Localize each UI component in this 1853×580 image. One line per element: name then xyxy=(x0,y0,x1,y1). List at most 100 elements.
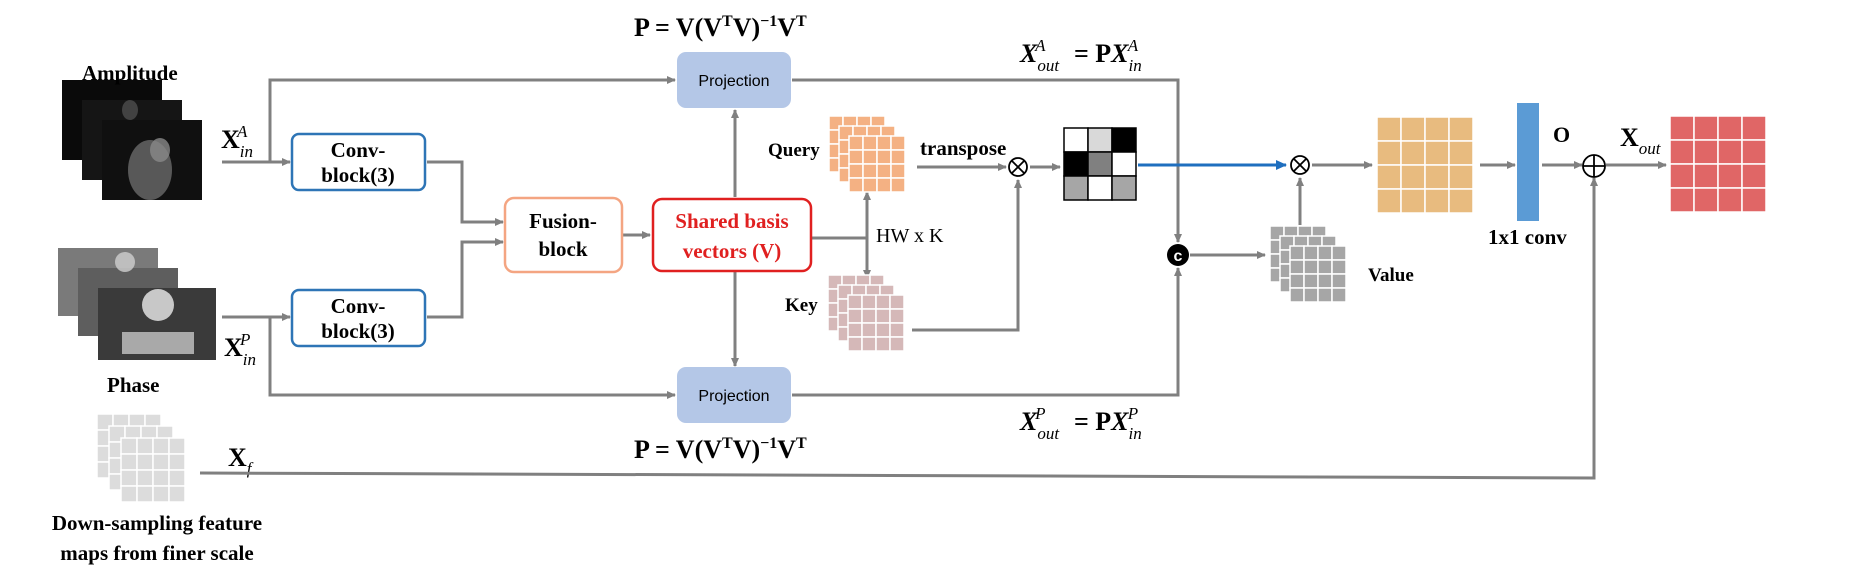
output-grid-layer-cell xyxy=(1717,163,1743,189)
result-grid-layer-cell xyxy=(1400,140,1426,166)
output-grid-layer-cell xyxy=(1693,139,1719,165)
x-in-a-label: XinA xyxy=(221,122,253,161)
output-grid-layer-cell xyxy=(1717,115,1743,141)
result-grid-layer-cell xyxy=(1424,164,1450,190)
key-grid-layer xyxy=(847,294,905,352)
projection-formula-bottom: P = V(VTV)−1VT xyxy=(634,435,807,464)
xf-grid-layer-cell xyxy=(152,437,170,455)
value-grid-layer-cell xyxy=(1331,287,1347,303)
result-grid-layer-cell xyxy=(1424,116,1450,142)
key-grid-layer-cell xyxy=(861,294,877,310)
query-grid-layer-cell xyxy=(876,149,892,165)
result-grid-layer-cell xyxy=(1448,188,1474,214)
xf-grid-layer-cell xyxy=(120,437,138,455)
key-grid-layer-cell xyxy=(875,294,891,310)
output-grid-layer-cell xyxy=(1693,163,1719,189)
key-grid-layer-cell xyxy=(861,322,877,338)
arrow-conv-top-to-fusion xyxy=(427,160,504,226)
key-grid-layer-cell xyxy=(875,336,891,352)
value-grid-layer-cell xyxy=(1303,287,1319,303)
conv-1x1-bar xyxy=(1517,103,1539,221)
value-grid-layer-cell xyxy=(1303,259,1319,275)
amplitude-image-stack xyxy=(62,80,202,200)
result-grid-layer-cell xyxy=(1400,164,1426,190)
conv-block-top-line1: Conv- xyxy=(331,138,386,162)
multiply-operator-2 xyxy=(1290,155,1310,175)
query-grid-layer-cell xyxy=(876,135,892,151)
projection-top-label: Projection xyxy=(698,73,769,90)
value-grid-layer-cell xyxy=(1303,273,1319,289)
output-grid-layer-cell xyxy=(1741,139,1767,165)
key-grid-layer-cell xyxy=(861,308,877,324)
output-grid-layer-cell xyxy=(1693,115,1719,141)
xf-grid-layer-cell xyxy=(120,485,138,503)
hw-k-label: HW x K xyxy=(876,225,944,247)
query-grid-layer-cell xyxy=(890,135,906,151)
fusion-block: Fusion- block xyxy=(503,196,624,274)
output-grid-layer-cell xyxy=(1741,115,1767,141)
output-grid-layer-cell xyxy=(1717,187,1743,213)
key-grid-layer-cell xyxy=(847,294,863,310)
value-grid-layer-cell xyxy=(1317,259,1333,275)
conv-block-top: Conv- block(3) xyxy=(290,132,427,192)
arrow-conv-bot-to-fusion xyxy=(427,238,504,319)
result-grid-layer-cell xyxy=(1376,116,1402,142)
key-grid-layer-cell xyxy=(889,322,905,338)
projection-top: Projection xyxy=(677,52,791,108)
result-grid-layer-cell xyxy=(1448,116,1474,142)
fusion-block-line2: block xyxy=(538,237,587,261)
value-grid-layer xyxy=(1289,245,1347,303)
xf-grid-layer-cell xyxy=(136,437,154,455)
xf-grid-layer-cell xyxy=(136,453,154,471)
query-grid-layer-cell xyxy=(862,163,878,179)
key-grid-layer-cell xyxy=(861,336,877,352)
query-grid-layer-cell xyxy=(890,177,906,193)
query-grid-stack xyxy=(828,115,906,193)
value-grid-layer-cell xyxy=(1303,245,1319,261)
projection-formula-top: P = V(VTV)−1VT xyxy=(634,13,807,42)
value-grid-layer-cell xyxy=(1317,287,1333,303)
output-grid-layer-cell xyxy=(1669,139,1695,165)
arrow-proj-top-to-concat xyxy=(792,78,1182,243)
connectors xyxy=(199,76,1667,480)
output-grid-layer-cell xyxy=(1741,163,1767,189)
key-label: Key xyxy=(785,295,818,316)
query-grid-layer-cell xyxy=(848,149,864,165)
xf-grid-layer-cell xyxy=(120,469,138,487)
result-grid-layer-cell xyxy=(1448,164,1474,190)
query-grid-layer-cell xyxy=(862,135,878,151)
xf-grid-layer-cell xyxy=(152,469,170,487)
key-grid-layer-cell xyxy=(875,322,891,338)
result-grid-layer-cell xyxy=(1376,140,1402,166)
query-grid-layer-cell xyxy=(848,177,864,193)
result-grid xyxy=(1376,116,1474,214)
xf-grid-layer-cell xyxy=(168,437,186,455)
arrow-amp-to-projection xyxy=(268,76,676,162)
result-grid-layer-cell xyxy=(1424,188,1450,214)
query-grid-layer-cell xyxy=(848,163,864,179)
phase-image-stack xyxy=(58,248,216,360)
x-out-p-formula: XoutP = PXinP xyxy=(1019,404,1142,443)
arrow-proj-bot-to-concat xyxy=(792,267,1182,397)
concat-symbol: c xyxy=(1174,248,1183,265)
key-grid-layer-cell xyxy=(889,294,905,310)
xf-grid-layer-cell xyxy=(120,453,138,471)
key-grid-layer-cell xyxy=(847,322,863,338)
projection-bottom-label: Projection xyxy=(698,388,769,405)
shared-basis-line1: Shared basis xyxy=(675,209,788,233)
xf-grid-layer xyxy=(120,437,186,503)
output-grid-layer xyxy=(1669,115,1767,213)
xf-grid-layer-cell xyxy=(152,485,170,503)
x-out-label: Xout xyxy=(1620,123,1662,158)
conv-block-top-line2: block(3) xyxy=(321,163,395,187)
query-grid-layer-cell xyxy=(862,177,878,193)
conv-1x1-label: 1x1 conv xyxy=(1488,225,1567,249)
value-grid-layer-cell xyxy=(1317,273,1333,289)
query-grid-layer xyxy=(848,135,906,193)
result-grid-layer-cell xyxy=(1400,116,1426,142)
result-grid-layer-cell xyxy=(1448,140,1474,166)
query-label: Query xyxy=(768,140,820,161)
result-grid-layer-cell xyxy=(1376,164,1402,190)
fusion-block-line1: Fusion- xyxy=(529,209,597,233)
